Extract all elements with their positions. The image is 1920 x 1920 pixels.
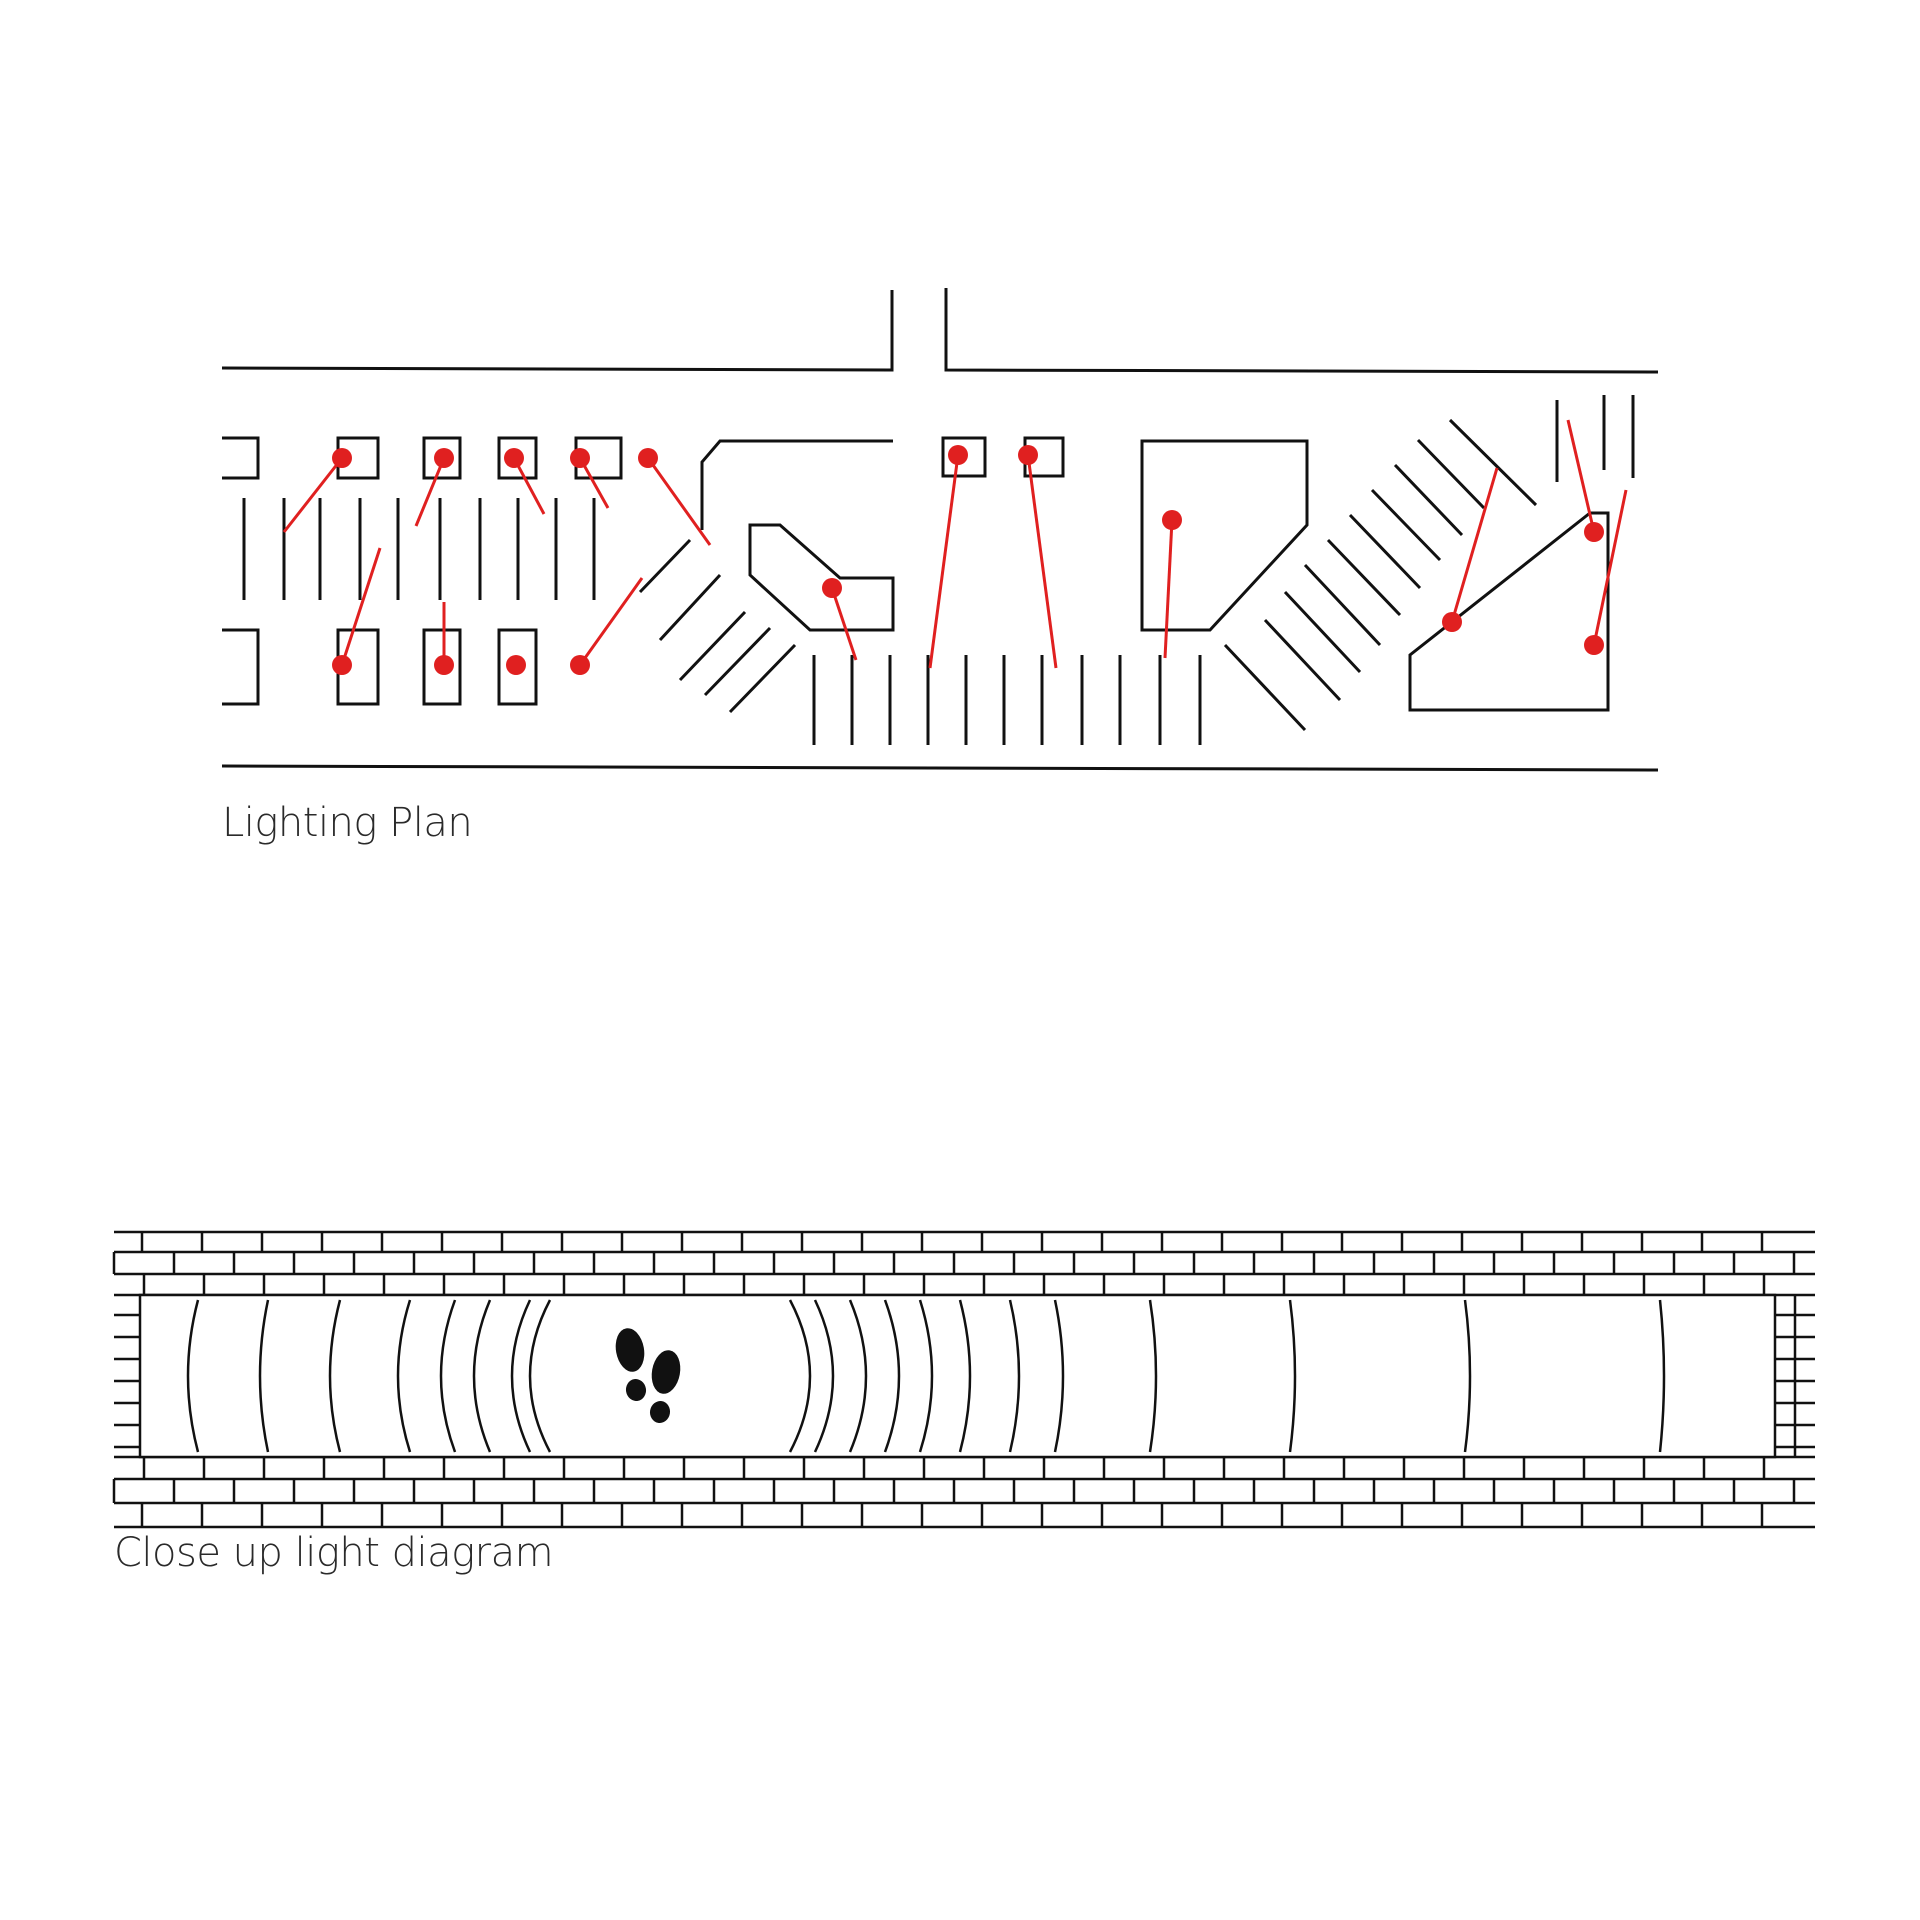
- light-wave-arc: [813, 1299, 835, 1453]
- light-wave-arc: [472, 1299, 492, 1453]
- light-wave-arc: [258, 1299, 270, 1453]
- right-block: [1140, 439, 1309, 632]
- stripes-bottom: [812, 655, 1202, 745]
- brick-border-top: [112, 1230, 1815, 1297]
- light-wave-arc: [1148, 1299, 1158, 1453]
- footprints-icon: [615, 1328, 681, 1423]
- light-wave-arc: [186, 1299, 200, 1453]
- light-wave-arc: [396, 1299, 412, 1453]
- lower-boxes: [336, 628, 538, 706]
- stripes-left: [242, 498, 596, 600]
- light-wave-arc: [439, 1299, 457, 1453]
- far-right-block: [1408, 511, 1610, 712]
- light-wave-arc: [788, 1299, 812, 1453]
- light-wave-arc: [1463, 1299, 1472, 1453]
- light-wave-arc: [1053, 1299, 1065, 1453]
- light-fixtures: [282, 419, 1628, 675]
- light-wave-arc: [510, 1299, 532, 1453]
- light-wave-arc: [848, 1299, 868, 1453]
- light-wave-arc: [883, 1299, 901, 1453]
- light-waves: [186, 1299, 1666, 1453]
- light-wave-arc: [1008, 1299, 1021, 1453]
- lit-path: [138, 1293, 1777, 1459]
- light-wave-arc: [528, 1299, 552, 1453]
- brick-border-sides: [114, 1295, 1815, 1457]
- light-wave-arc: [1288, 1299, 1297, 1453]
- left-edge-boxes: [222, 436, 260, 706]
- close-up-caption: Close up light diagram: [114, 1530, 554, 1576]
- light-wave-arc: [918, 1299, 934, 1453]
- brick-border-bottom: [112, 1455, 1815, 1529]
- diagonal-stripes-center: [638, 538, 797, 714]
- corridor-walls: [221, 288, 1659, 772]
- diagonal-stripes-right: [1223, 418, 1538, 732]
- lighting-plan: [221, 288, 1659, 772]
- light-wave-arc: [328, 1299, 342, 1453]
- lighting-plan-caption: Lighting Plan: [222, 800, 473, 846]
- stripes-far-right: [1555, 395, 1635, 482]
- center-block: [700, 439, 895, 632]
- light-wave-arc: [1658, 1299, 1666, 1453]
- close-up-diagram: [112, 1230, 1815, 1529]
- light-wave-arc: [958, 1299, 972, 1453]
